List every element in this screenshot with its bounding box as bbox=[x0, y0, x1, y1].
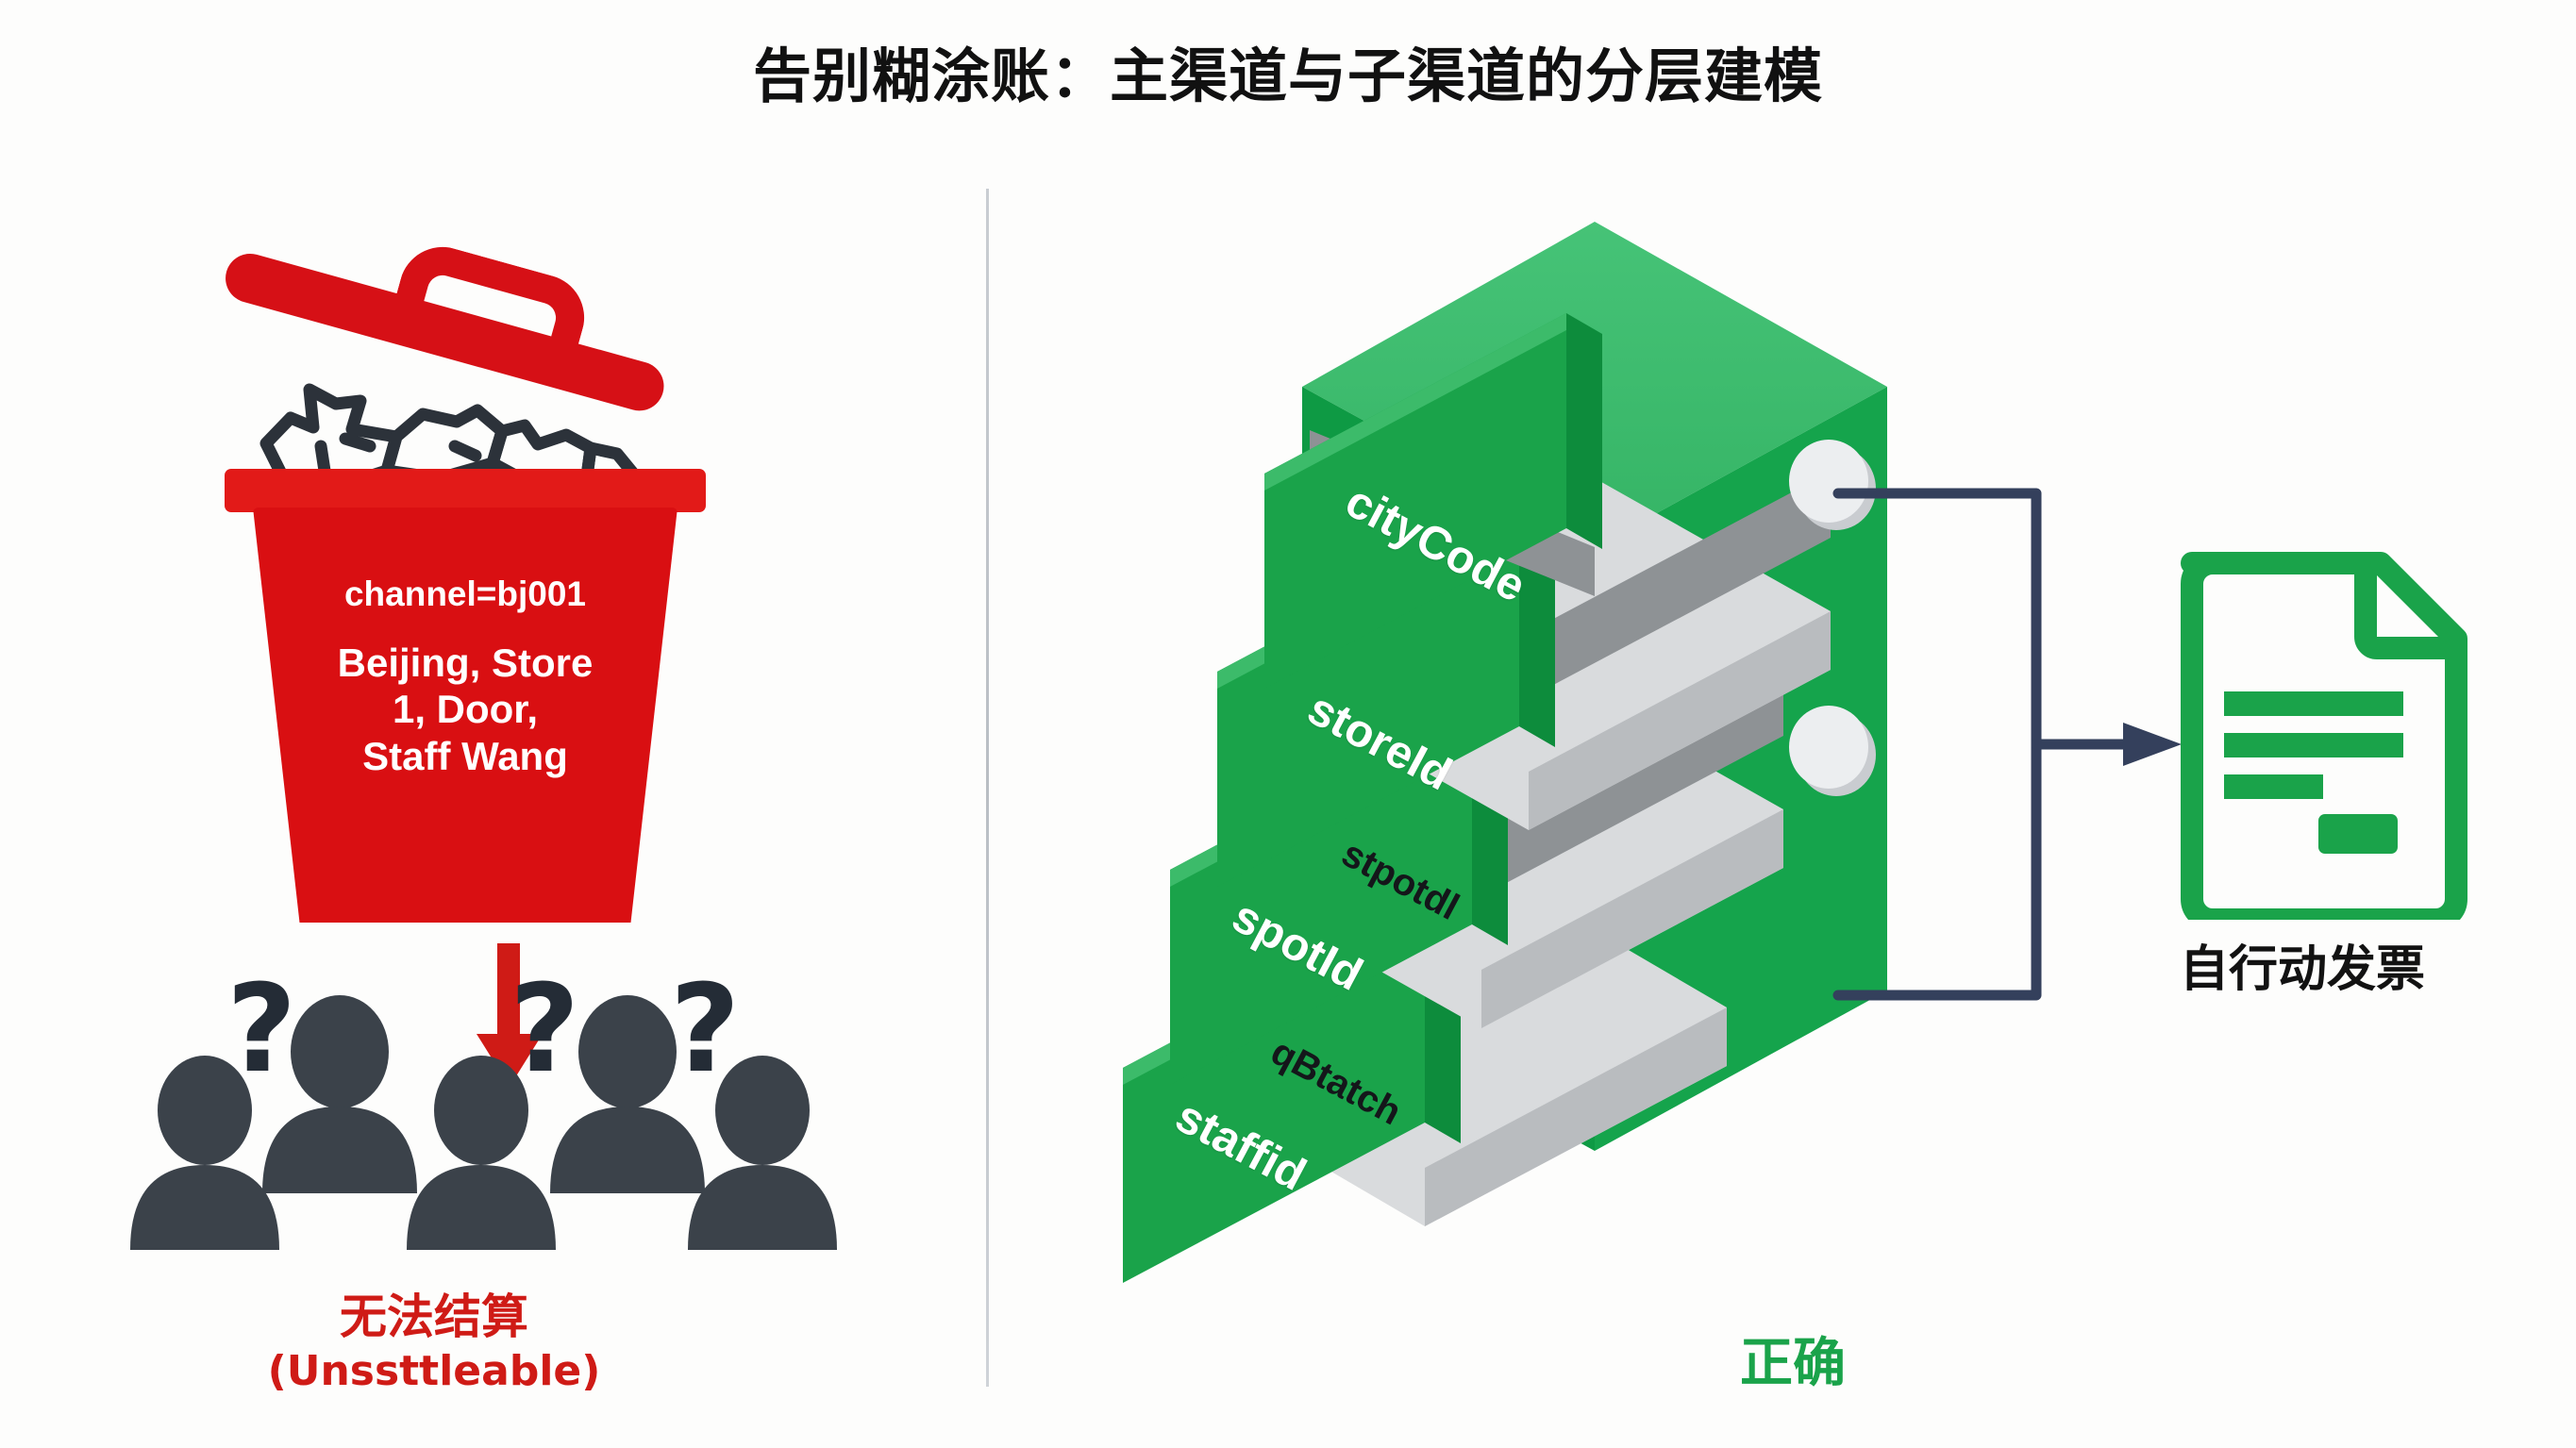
trash-lid-handle-icon bbox=[389, 237, 594, 372]
bin-text-line-1: Beijing, Store bbox=[337, 640, 594, 685]
person-back-right bbox=[550, 995, 705, 1193]
question-mark-icon-1: ? bbox=[226, 959, 296, 1100]
person-front-center bbox=[407, 1056, 556, 1250]
vertical-divider bbox=[986, 189, 989, 1387]
cabinet-knob-bottom bbox=[1789, 706, 1876, 796]
filing-cabinet-icon bbox=[1123, 222, 1887, 1283]
left-caption: 无法结算 (Unssttleable) bbox=[104, 1290, 764, 1397]
person-front-left bbox=[130, 1056, 279, 1250]
cabinet-knob-top bbox=[1789, 440, 1876, 530]
bin-text-line-0: channel=bj001 bbox=[343, 574, 587, 613]
invoice-document-icon bbox=[2181, 552, 2467, 920]
people-group-icon: ? ? ? bbox=[130, 959, 837, 1250]
down-arrow-icon bbox=[477, 943, 543, 1087]
bin-text-line-2: 1, Door, bbox=[392, 687, 539, 732]
page-title: 告别糊涂账：主渠道与子渠道的分层建模 bbox=[752, 42, 1823, 110]
left-caption-en: (Unssttleable) bbox=[267, 1347, 601, 1395]
bracket-arrow-right-icon bbox=[1832, 488, 2182, 1001]
trash-bin-group: channel=bj001 Beijing, Store 1, Door, St… bbox=[217, 217, 745, 972]
person-back-left bbox=[262, 995, 417, 1193]
left-caption-zh: 无法结算 bbox=[340, 1290, 528, 1344]
right-caption: 正确 bbox=[1740, 1333, 1846, 1394]
bin-text-line-3: Staff Wang bbox=[362, 733, 568, 778]
trash-bin-rim bbox=[225, 469, 706, 512]
trash-bin-body: channel=bj001 Beijing, Store 1, Door, St… bbox=[253, 508, 677, 923]
question-mark-icon-3: ? bbox=[670, 959, 740, 1100]
person-front-right bbox=[688, 1056, 837, 1250]
question-mark-icon-2: ? bbox=[510, 959, 579, 1100]
document-caption: 自行动发票 bbox=[2179, 941, 2425, 998]
trash-bin-text-block: channel=bj001 Beijing, Store 1, Door, St… bbox=[309, 574, 621, 779]
drawer-citycode bbox=[1264, 313, 1602, 689]
